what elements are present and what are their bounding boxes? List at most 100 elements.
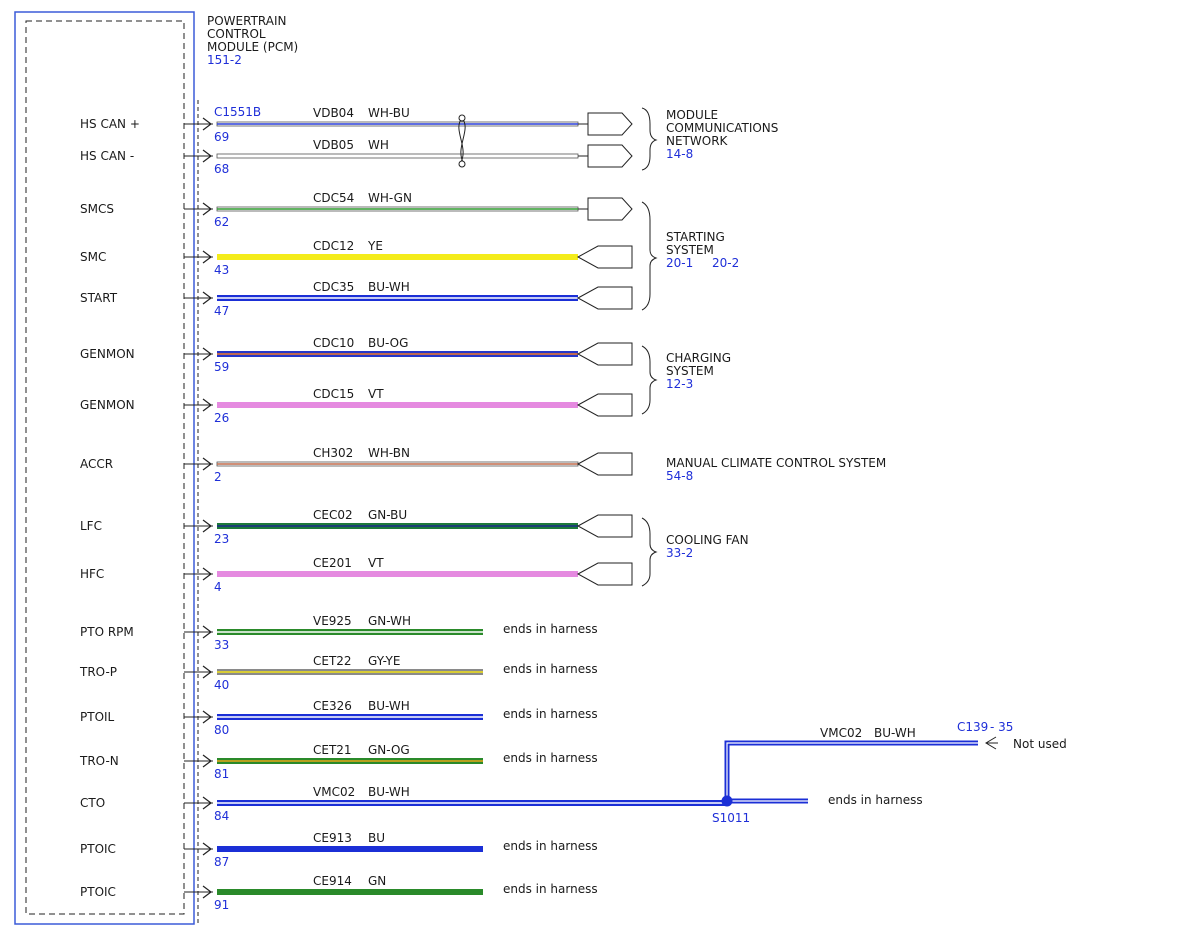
- pin-number: 43: [214, 263, 229, 277]
- pcm-module-outline: [14, 11, 195, 925]
- pin-arrow: [202, 625, 212, 639]
- wire-color-code: BU-WH: [368, 785, 410, 799]
- pin-number: 69: [214, 130, 229, 144]
- splice-dot: [721, 795, 733, 807]
- pin-number: 33: [214, 638, 229, 652]
- splice-harness-text: ends in harness: [828, 793, 923, 807]
- pin-number: 62: [214, 215, 229, 229]
- module-title-line-3: MODULE (PCM): [207, 40, 298, 54]
- pin-arrow: [202, 567, 212, 581]
- pin-number: 87: [214, 855, 229, 869]
- connector-outline: [576, 286, 633, 310]
- group-starting-ref-2: 20-2: [712, 256, 739, 270]
- pin-arrow: [202, 291, 212, 305]
- pin-label: TRO-P: [79, 665, 117, 679]
- pin-label: SMC: [80, 250, 106, 264]
- wire-color-code: VT: [368, 387, 384, 401]
- pin-number: 4: [214, 580, 222, 594]
- pin-number: 40: [214, 678, 229, 692]
- twisted-pair-end-bottom: [458, 160, 466, 168]
- connector-outline: [587, 112, 633, 136]
- group-charging-ref: 12-3: [666, 377, 693, 391]
- wire-circuit: VDB04: [313, 106, 354, 120]
- harness-text: ends in harness: [503, 839, 598, 853]
- pin-arrow: [202, 250, 212, 264]
- pin-number: 68: [214, 162, 229, 176]
- pin-label: PTO RPM: [80, 625, 134, 639]
- wire-color-code: YE: [367, 239, 383, 253]
- pin-label: PTOIC: [80, 885, 116, 899]
- pin-label: CTO: [80, 796, 105, 810]
- brace-cooling-fan: [641, 517, 658, 587]
- connector-outline: [576, 514, 633, 538]
- wire-circuit: CH302: [313, 446, 353, 460]
- wire-circuit: CE914: [313, 874, 352, 888]
- wire-color-code: VT: [368, 556, 384, 570]
- wire-circuit: CE201: [313, 556, 352, 570]
- pin-arrow: [202, 796, 212, 810]
- group-starting-line-1: STARTING: [666, 230, 725, 244]
- wire-circuit: VE925: [313, 614, 352, 628]
- wire-color-code: GN-BU: [368, 508, 407, 522]
- connector-c1551b-label: C1551B: [214, 105, 261, 119]
- pin-label: SMCS: [80, 202, 114, 216]
- brace-module-communications: [641, 107, 658, 171]
- harness-text: ends in harness: [503, 662, 598, 676]
- wire-body: [217, 846, 483, 852]
- pin-arrow: [202, 519, 212, 533]
- pin-arrow: [202, 149, 212, 163]
- wire-color-code: BU-WH: [368, 699, 410, 713]
- pin-arrow: [202, 457, 212, 471]
- pin-number: 80: [214, 723, 229, 737]
- splice-name: S1011: [712, 811, 750, 825]
- wire-color-code: WH-GN: [368, 191, 412, 205]
- pin-number: 91: [214, 898, 229, 912]
- wire-circuit: CET22: [313, 654, 352, 668]
- pin-label: PTOIL: [80, 710, 115, 724]
- pcm-module: [14, 11, 199, 925]
- group-mcn-line-1: MODULE: [666, 108, 718, 122]
- harness-text: ends in harness: [503, 882, 598, 896]
- wire-circuit: CDC10: [313, 336, 354, 350]
- module-title-line-2: CONTROL: [207, 27, 266, 41]
- wire-color-code: GN-WH: [368, 614, 411, 628]
- pin-arrow: [202, 398, 212, 412]
- pin-arrow: [202, 347, 212, 361]
- twisted-pair-marker: [458, 114, 466, 168]
- pin-arrow: [202, 885, 212, 899]
- pin-label: HS CAN -: [80, 149, 134, 163]
- wire-color-code: GN: [368, 874, 386, 888]
- wire-circuit: CET21: [313, 743, 352, 757]
- wire-circuit: CDC35: [313, 280, 354, 294]
- group-climate-ref: 54-8: [666, 469, 693, 483]
- group-mcn-line-2: COMMUNICATIONS: [666, 121, 778, 135]
- brace-starting-system: [641, 201, 658, 311]
- module-ref: 151-2: [207, 53, 242, 67]
- pin-label: TRO-N: [79, 754, 119, 768]
- connector-outline: [576, 342, 633, 366]
- pin-arrow: [202, 665, 212, 679]
- pin-arrow: [202, 117, 212, 131]
- pin-label: GENMON: [80, 347, 135, 361]
- wire-color-code: BU-WH: [368, 280, 410, 294]
- wire-circuit: CE913: [313, 831, 352, 845]
- wire-color-code: GY-YE: [368, 654, 400, 668]
- group-starting-ref-1: 20-1: [666, 256, 693, 270]
- splice-branch-wire-stripe: [726, 742, 978, 801]
- connector-outline: [576, 245, 633, 269]
- pin-number: 26: [214, 411, 229, 425]
- connector-outline: [576, 562, 633, 586]
- twisted-pair-end-top: [458, 114, 466, 122]
- wire-circuit: VDB05: [313, 138, 354, 152]
- pin-arrow: [202, 754, 212, 768]
- wire-circuit: CDC15: [313, 387, 354, 401]
- wire-color-code: WH-BN: [368, 446, 410, 460]
- module-title-line-1: POWERTRAIN: [207, 14, 287, 28]
- group-starting-line-2: SYSTEM: [666, 243, 714, 257]
- harness-text: ends in harness: [503, 707, 598, 721]
- wire-circuit: CEC02: [313, 508, 353, 522]
- wire-circuit: CDC12: [313, 239, 354, 253]
- pin-arrow: [202, 202, 212, 216]
